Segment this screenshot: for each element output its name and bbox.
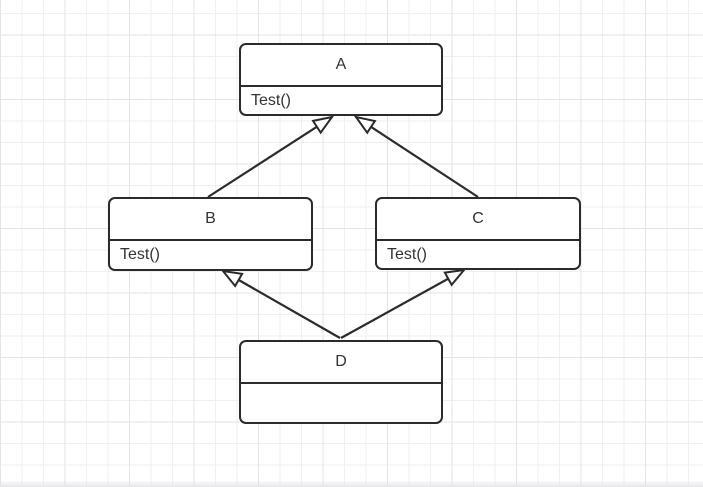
generalization-arrow-d-to-c[interactable] bbox=[340, 268, 467, 339]
class-method-b: Test() bbox=[120, 246, 160, 263]
canvas-bottom-edge bbox=[0, 481, 703, 487]
class-name-d: D bbox=[241, 342, 441, 384]
class-box-c[interactable]: C Test() bbox=[375, 197, 581, 270]
class-method-c: Test() bbox=[387, 245, 427, 263]
class-name-c: C bbox=[377, 199, 579, 241]
class-method-a: Test() bbox=[251, 91, 291, 109]
class-box-b[interactable]: B Test() bbox=[108, 197, 313, 271]
class-name-a: A bbox=[241, 45, 441, 87]
class-box-d[interactable]: D bbox=[239, 340, 443, 424]
class-box-a[interactable]: A Test() bbox=[239, 43, 443, 116]
generalization-arrow-d-to-b[interactable] bbox=[220, 269, 341, 339]
class-name-b: B bbox=[110, 199, 311, 241]
generalization-arrow-b-to-a[interactable] bbox=[207, 115, 335, 198]
generalization-arrow-c-to-a[interactable] bbox=[353, 115, 479, 198]
class-method-d bbox=[241, 384, 441, 422]
